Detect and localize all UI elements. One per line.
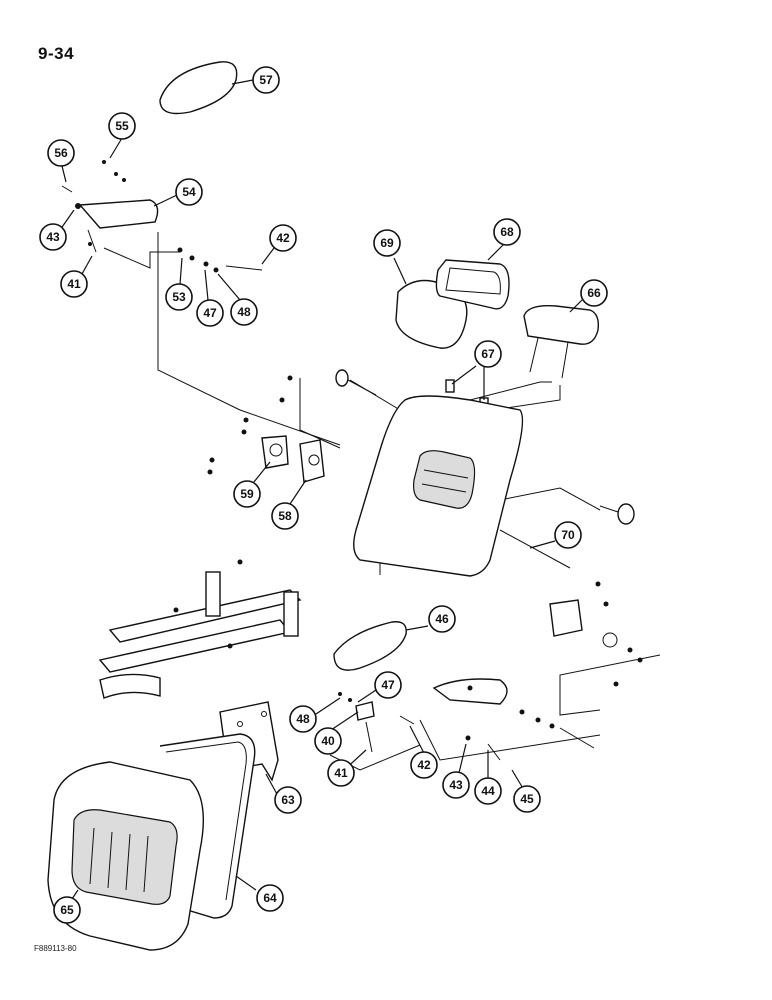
figure-reference: F889113-80 [34, 944, 77, 953]
svg-text:55: 55 [115, 119, 129, 133]
part-57-armrest-pad [159, 61, 238, 115]
callout-42-lower: 42 [410, 751, 438, 779]
part-65-seat-cushion [47, 761, 205, 951]
callout-56: 56 [47, 139, 75, 167]
callout-67: 67 [474, 340, 502, 368]
callout-43: 43 [39, 223, 67, 251]
svg-text:43: 43 [46, 230, 60, 244]
svg-text:64: 64 [263, 891, 277, 905]
callout-41: 41 [60, 270, 88, 298]
callout-41-lower: 41 [327, 759, 355, 787]
callout-46: 46 [428, 605, 456, 633]
svg-text:58: 58 [278, 509, 292, 523]
callout-63: 63 [274, 786, 302, 814]
callout-69: 69 [373, 229, 401, 257]
callout-48: 48 [230, 298, 258, 326]
callout-55: 55 [108, 112, 136, 140]
svg-text:48: 48 [237, 305, 251, 319]
svg-text:46: 46 [435, 612, 449, 626]
svg-text:57: 57 [259, 73, 273, 87]
part-68-frame [435, 259, 510, 310]
callout-59: 59 [233, 480, 261, 508]
svg-text:40: 40 [321, 734, 335, 748]
svg-text:54: 54 [182, 185, 196, 199]
callout-65: 65 [53, 896, 81, 924]
callout-57: 57 [252, 66, 280, 94]
callout-48-lower: 48 [289, 705, 317, 733]
svg-text:53: 53 [172, 290, 186, 304]
svg-text:47: 47 [381, 678, 395, 692]
svg-text:56: 56 [54, 146, 68, 160]
part-lower-armrest-bracket [432, 678, 595, 749]
svg-text:41: 41 [334, 766, 348, 780]
seat-frame-rails [98, 559, 302, 699]
part-54-armrest-bracket [75, 199, 159, 253]
svg-text:42: 42 [417, 758, 431, 772]
callout-42: 42 [269, 224, 297, 252]
svg-text:59: 59 [240, 487, 254, 501]
part-59-58-pivot-plates [207, 375, 325, 483]
svg-text:42: 42 [276, 231, 290, 245]
callout-47: 47 [196, 299, 224, 327]
part-40-48-lower-hardware [338, 692, 501, 761]
part-right-hinge-hardware [549, 581, 643, 687]
svg-text:69: 69 [380, 236, 394, 250]
leader-lines [59, 79, 583, 903]
callout-66: 66 [580, 279, 608, 307]
svg-text:45: 45 [520, 792, 534, 806]
svg-text:66: 66 [587, 286, 601, 300]
seat-back-shell [353, 395, 524, 577]
callout-58: 58 [271, 502, 299, 530]
part-70-rod [335, 369, 635, 569]
callout-47-lower: 47 [374, 671, 402, 699]
part-55-56-hardware [61, 160, 126, 193]
svg-text:70: 70 [561, 528, 575, 542]
svg-text:67: 67 [481, 347, 495, 361]
svg-text:41: 41 [67, 277, 81, 291]
svg-text:43: 43 [449, 778, 463, 792]
callout-43-lower: 43 [442, 771, 470, 799]
svg-text:47: 47 [203, 306, 217, 320]
svg-text:65: 65 [60, 903, 74, 917]
svg-text:44: 44 [481, 784, 495, 798]
svg-text:63: 63 [281, 793, 295, 807]
callout-68: 68 [493, 218, 521, 246]
svg-text:68: 68 [500, 225, 514, 239]
page-number: 9-34 [38, 44, 75, 63]
callout-45: 45 [513, 785, 541, 813]
part-66-headrest [523, 305, 600, 379]
callout-40: 40 [314, 727, 342, 755]
part-42-53-47-48-pin-set [177, 247, 263, 273]
callout-64: 64 [256, 884, 284, 912]
svg-text:48: 48 [296, 712, 310, 726]
callout-70: 70 [554, 521, 582, 549]
callout-54: 54 [175, 178, 203, 206]
part-46-armrest-pad [333, 621, 407, 671]
callout-44: 44 [474, 777, 502, 805]
callout-53: 53 [165, 283, 193, 311]
